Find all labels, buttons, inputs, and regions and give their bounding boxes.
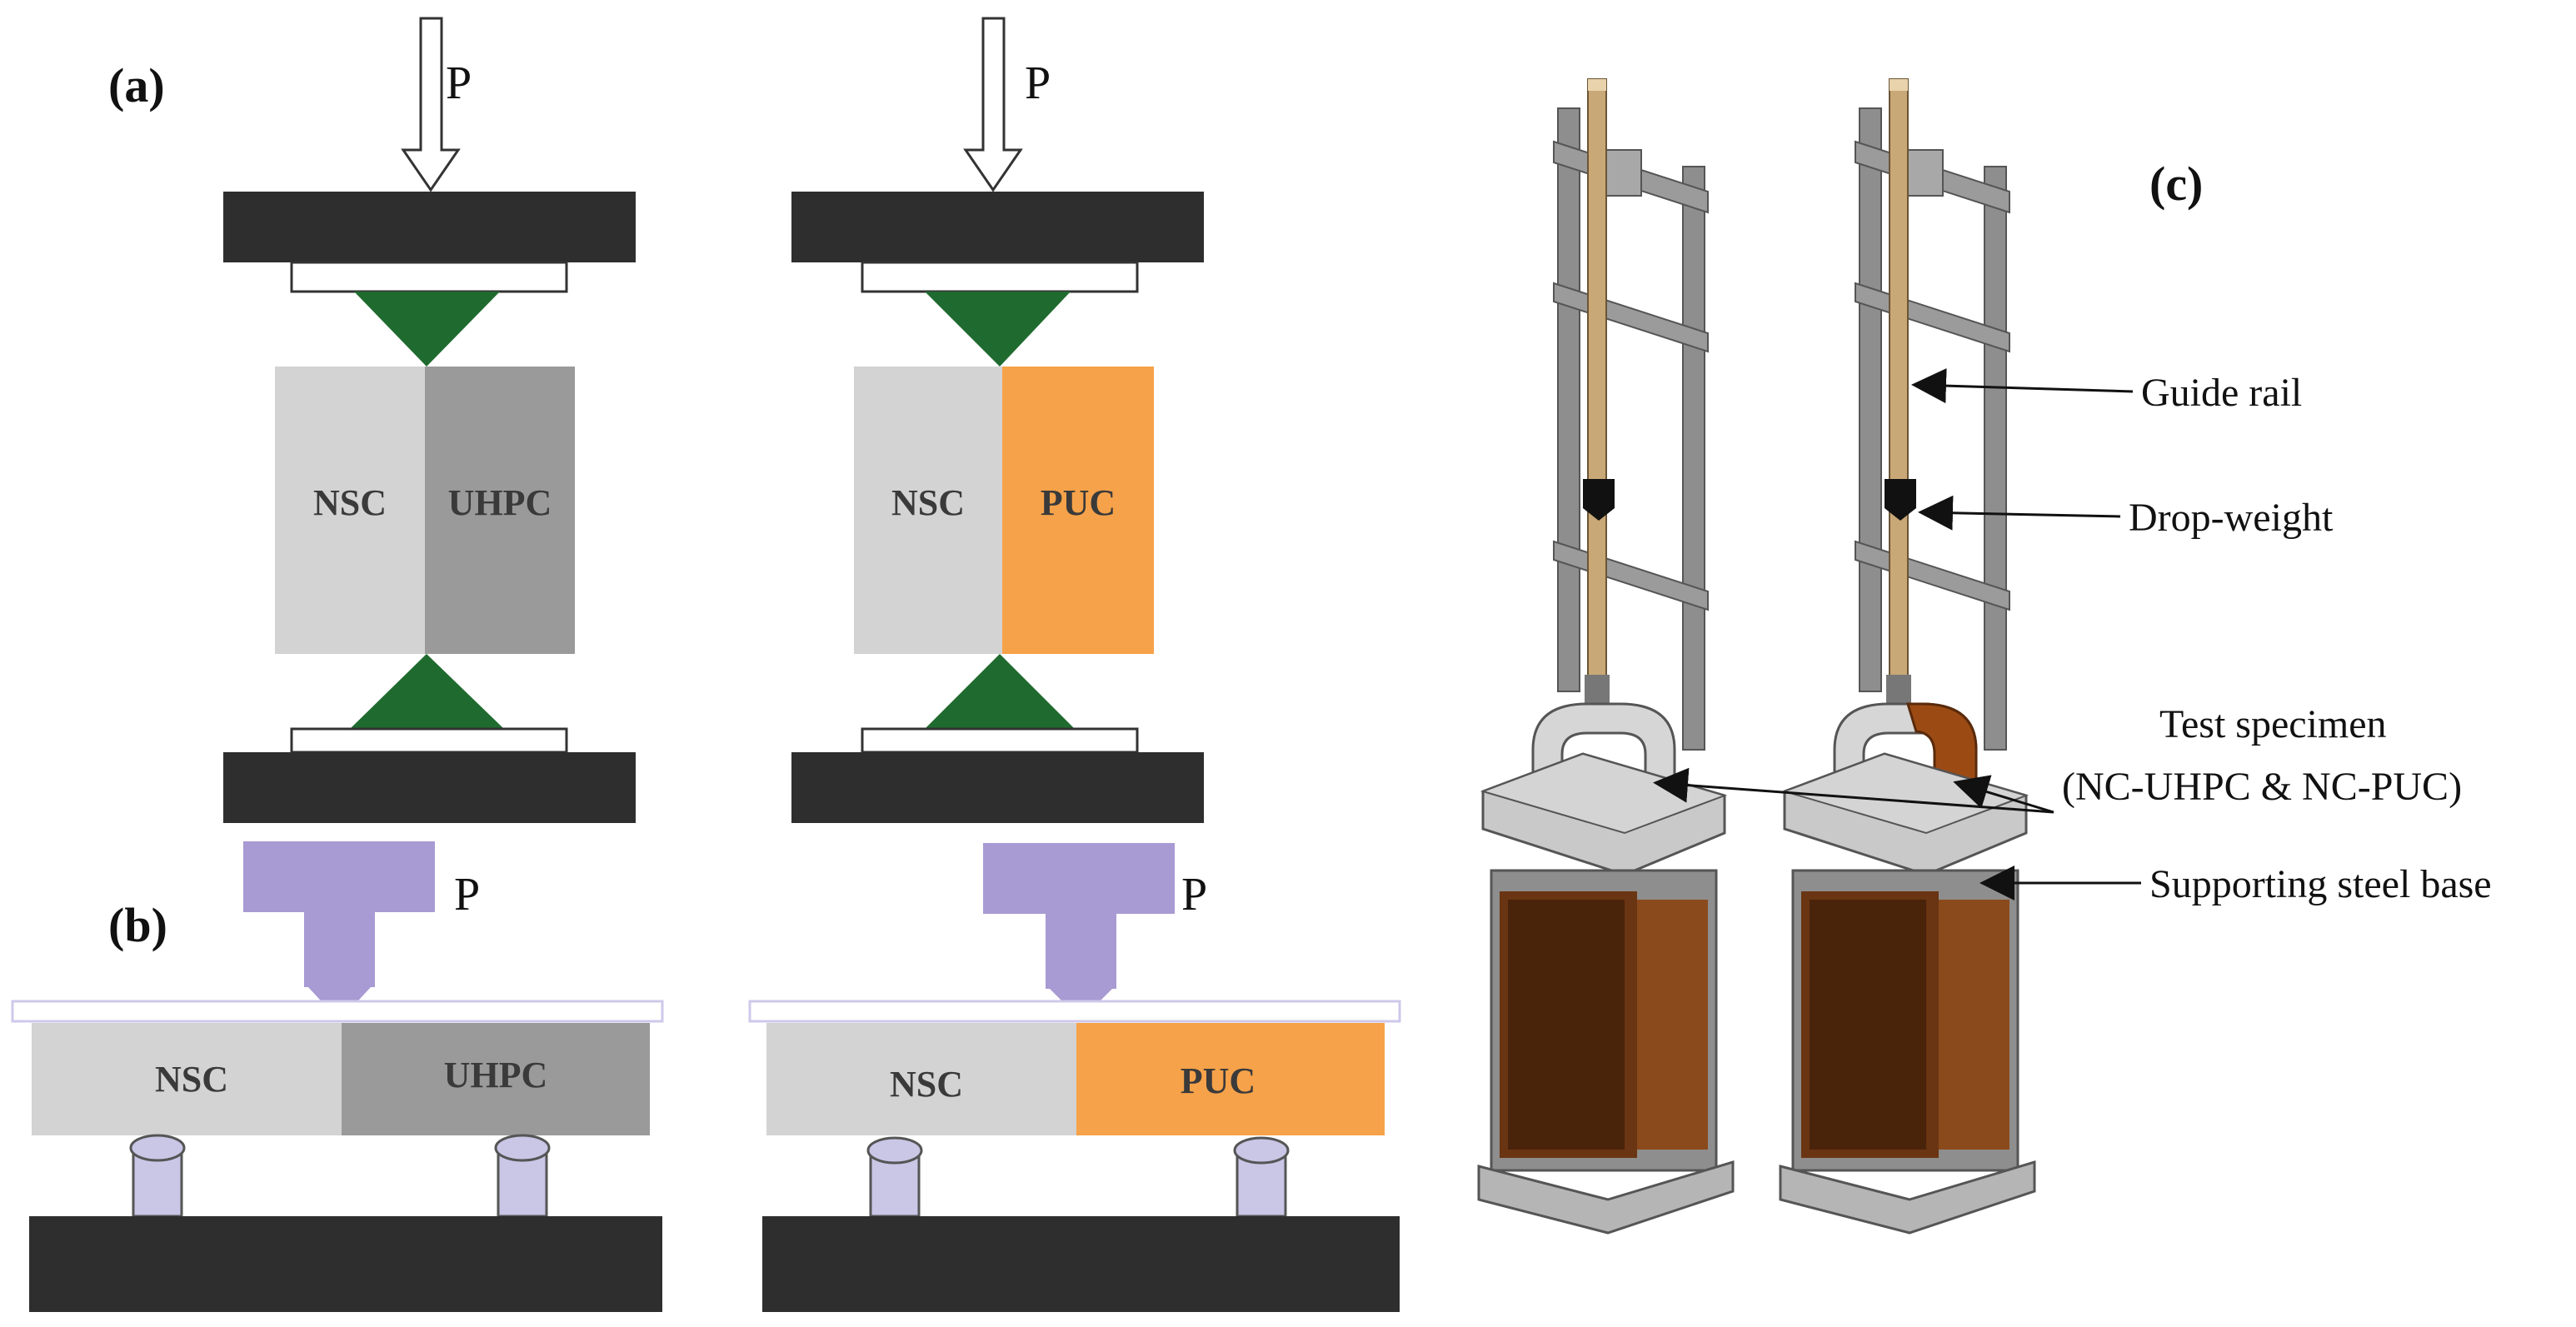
callout-base-label: Supporting steel base (2149, 862, 2492, 906)
actuator-stem (1046, 914, 1116, 989)
load-arrow-left (401, 17, 461, 192)
top-wedge (925, 292, 1071, 367)
callout-test-specimen: Test specimen (NC-UHPC & NC-PUC) (1653, 702, 2462, 814)
drop-weight-rig-left (1477, 78, 1735, 1235)
frame-post (1682, 166, 1705, 751)
label-puc: PUC (1041, 482, 1116, 523)
guide-rail-tip (1890, 79, 1908, 91)
specimen-puc-half (1002, 367, 1154, 654)
guide-rail (1889, 78, 1909, 692)
panel-c-label: (c) (2149, 157, 2203, 211)
beam-uhpc-part (342, 1023, 650, 1135)
guide-rail (1587, 78, 1607, 692)
rig-foot (1779, 1160, 2036, 1235)
bottom-bearing-strip (861, 727, 1139, 754)
top-steel-plate (791, 192, 1204, 262)
base-plate (762, 1216, 1400, 1312)
bottom-steel-plate (223, 752, 636, 823)
specimen-nsc-half (275, 367, 425, 654)
load-label-a-left: P (446, 57, 472, 109)
support-roller-left (866, 1136, 923, 1218)
frame-post (1557, 107, 1580, 692)
steel-box-side (1939, 900, 2009, 1150)
specimen-uhpc-half (425, 367, 575, 654)
top-bearing-strip (290, 261, 568, 293)
label-uhpc: UHPC (448, 482, 552, 523)
flexural-test-left: P NSC UHPC (11, 841, 664, 1312)
splitting-test-right: P NSC PUC (791, 17, 1204, 823)
frame-post (1984, 166, 2007, 751)
drop-weight-icon (1583, 479, 1615, 521)
panel-b: (b) P NSC UHPC (11, 841, 1401, 1312)
steel-box-side (1637, 900, 1708, 1150)
specimen-holder-post (1886, 675, 1911, 708)
top-bearing-strip (861, 261, 1139, 293)
label-uhpc: UHPC (444, 1055, 548, 1095)
actuator-head (243, 841, 435, 912)
callout-supporting-base: Supporting steel base (1979, 862, 2492, 906)
bottom-wedge (350, 654, 504, 729)
frame-post (1859, 107, 1882, 692)
panel-a: (a) P NSC UHPC P (108, 17, 1204, 823)
guide-rail-tip (1588, 79, 1606, 91)
supporting-base-top (1781, 752, 2029, 835)
bottom-steel-plate (791, 752, 1204, 823)
rig-foot (1477, 1160, 1735, 1235)
label-nsc: NSC (313, 482, 387, 523)
load-label-b-right: P (1181, 869, 1207, 920)
callout-guide-rail: Guide rail (1911, 368, 2302, 415)
steel-box-front (1508, 900, 1625, 1150)
top-wedge (354, 292, 500, 367)
load-arrow-right (963, 17, 1023, 192)
steel-box-front (1810, 900, 1926, 1150)
load-label-b-left: P (454, 869, 480, 920)
flexural-test-right: P NSC PUC (748, 843, 1401, 1312)
top-steel-plate (223, 192, 636, 262)
panel-c: (c) (1477, 78, 2492, 1235)
callout-guide-rail-label: Guide rail (2141, 371, 2302, 415)
actuator-stem (304, 912, 375, 987)
callout-drop-weight: Drop-weight (1918, 495, 2334, 540)
callout-drop-weight-label: Drop-weight (2129, 496, 2334, 540)
bottom-bearing-strip (290, 727, 568, 754)
actuator-head (983, 843, 1175, 914)
drop-weight-icon (1885, 479, 1916, 521)
beam-nsc-part (32, 1023, 342, 1135)
label-nsc: NSC (155, 1059, 228, 1100)
callout-specimen-line1: Test specimen (2159, 702, 2387, 746)
loading-plate (11, 1000, 664, 1023)
load-label-a-right: P (1025, 57, 1051, 109)
base-plate (29, 1216, 662, 1312)
support-roller-right (494, 1134, 551, 1218)
beam-nsc-part (766, 1023, 1076, 1135)
u-specimen-nc-uhpc (1531, 702, 1676, 814)
loading-plate (748, 1000, 1401, 1023)
support-roller-left (129, 1134, 186, 1218)
panel-a-label: (a) (108, 58, 165, 112)
beam-puc-part (1076, 1023, 1385, 1135)
label-nsc: NSC (891, 482, 965, 523)
label-nsc: NSC (890, 1064, 963, 1105)
specimen-nsc-half (854, 367, 1002, 654)
specimen-holder-post (1585, 675, 1610, 708)
supporting-base-top (1480, 752, 1728, 835)
drop-weight-rig-right (1779, 78, 2036, 1235)
panel-b-label: (b) (108, 898, 167, 952)
support-roller-right (1233, 1136, 1290, 1218)
label-puc: PUC (1181, 1060, 1256, 1101)
callout-specimen-line2: (NC-UHPC & NC-PUC) (2062, 765, 2462, 809)
splitting-test-left: P NSC UHPC (223, 17, 636, 823)
bottom-wedge (925, 654, 1075, 729)
